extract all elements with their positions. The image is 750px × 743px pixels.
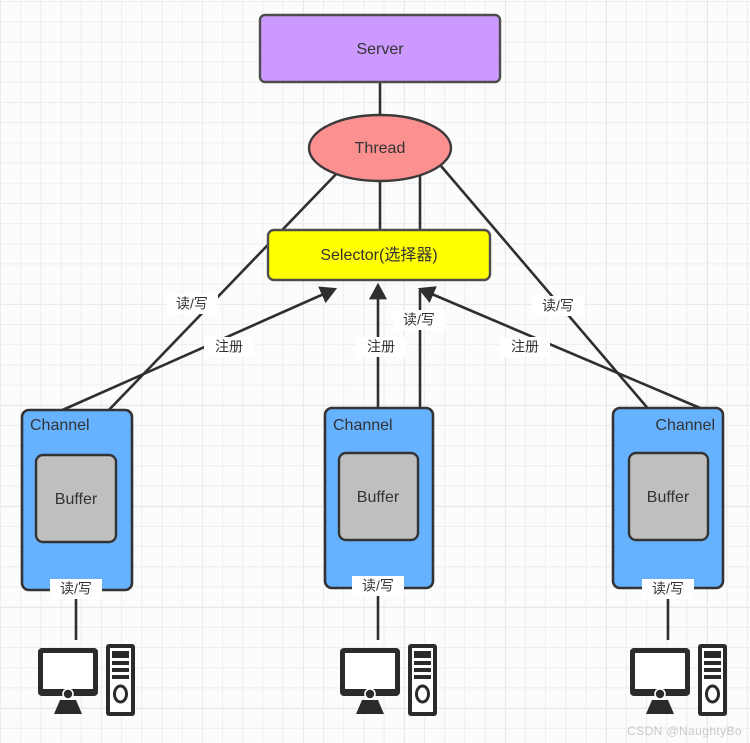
buffer-left-box[interactable] <box>34 453 118 544</box>
label-rw-mid-bottom: 读/写 <box>352 576 404 596</box>
edge-label-group: 读/写 读/写 读/写 注册 注册 注册 读/写 <box>50 294 694 599</box>
channel-mid-label: Channel <box>333 417 393 434</box>
node-channel-mid[interactable]: Channel Buffer <box>323 406 435 590</box>
channel-left-label: Channel <box>30 417 90 434</box>
label-register-right: 注册 <box>500 337 550 357</box>
buffer-mid-label: Buffer <box>357 489 400 506</box>
client-right[interactable] <box>630 644 727 716</box>
selector-box[interactable] <box>266 228 492 282</box>
label-rw-left-upper-text: 读/写 <box>176 296 208 312</box>
label-rw-right-upper: 读/写 <box>532 296 584 316</box>
label-rw-right-bottom-text: 读/写 <box>652 581 684 597</box>
node-channel-left[interactable]: Channel Buffer <box>20 408 134 592</box>
label-rw-left-bottom-text: 读/写 <box>60 581 92 597</box>
client-left[interactable] <box>38 644 135 716</box>
label-rw-mid-bottom-text: 读/写 <box>362 578 394 594</box>
csdn-watermark: CSDN @NaughtyBo <box>627 724 742 738</box>
thread-label: Thread <box>355 140 406 157</box>
node-channel-right[interactable]: Channel Buffer <box>611 406 725 590</box>
server-box[interactable] <box>258 13 502 84</box>
edge-channel-left-register <box>57 286 338 414</box>
label-rw-mid-upper: 读/写 <box>393 310 445 330</box>
label-register-mid: 注册 <box>356 337 406 357</box>
buffer-left-label: Buffer <box>55 491 98 508</box>
selector-label: Selector(选择器) <box>320 246 437 264</box>
node-server[interactable]: Server <box>258 13 502 84</box>
label-rw-right-upper-text: 读/写 <box>542 298 574 314</box>
label-rw-left-bottom: 读/写 <box>50 579 102 599</box>
label-register-left: 注册 <box>204 337 254 357</box>
node-selector[interactable]: Selector(选择器) <box>266 228 492 282</box>
label-register-mid-text: 注册 <box>367 339 395 355</box>
edge-channel-right-register <box>417 286 701 410</box>
channel-right-label: Channel <box>655 417 715 434</box>
label-rw-right-bottom: 读/写 <box>642 579 694 599</box>
label-rw-mid-upper-text: 读/写 <box>403 312 435 328</box>
label-register-left-text: 注册 <box>215 339 243 355</box>
thread-ellipse[interactable] <box>307 113 453 183</box>
label-register-right-text: 注册 <box>511 339 539 355</box>
buffer-right-box[interactable] <box>627 451 710 542</box>
desktop-computer-icon <box>630 644 727 716</box>
desktop-computer-icon <box>340 644 437 716</box>
client-mid[interactable] <box>340 644 437 716</box>
label-rw-left-upper: 读/写 <box>166 294 218 314</box>
server-label: Server <box>356 41 404 58</box>
node-thread[interactable]: Thread <box>307 113 453 183</box>
buffer-right-label: Buffer <box>647 489 690 506</box>
desktop-computer-icon <box>38 644 135 716</box>
buffer-mid-box[interactable] <box>337 451 420 542</box>
